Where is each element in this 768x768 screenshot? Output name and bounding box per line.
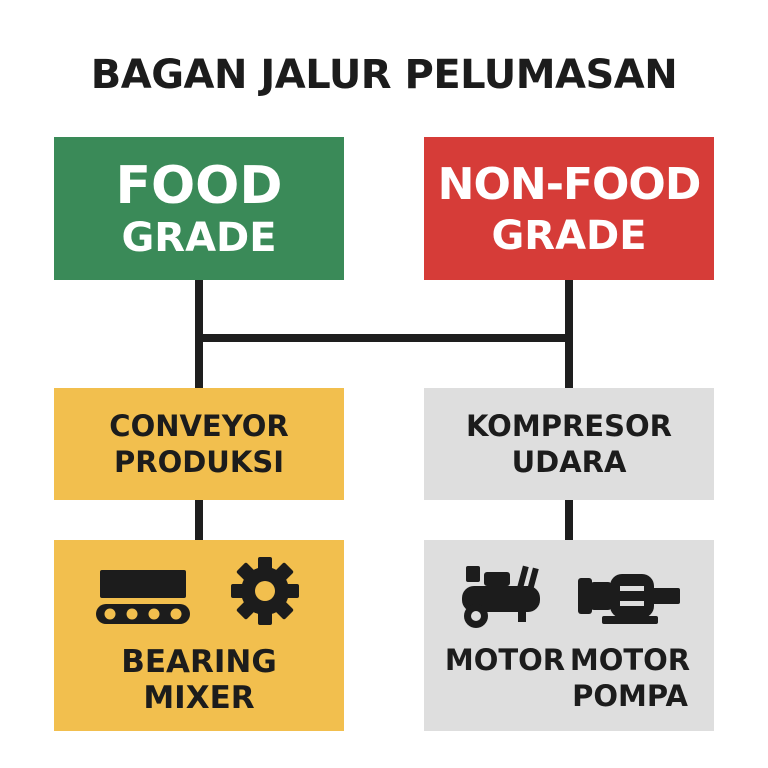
kompresor-line1: KOMPRESOR — [466, 409, 672, 443]
connector-left-lower — [195, 500, 203, 540]
non-food-grade-box: NON-FOOD GRADE — [424, 137, 714, 280]
conveyor-line2: PRODUKSI — [113, 445, 284, 479]
conveyor-produksi-box: CONVEYOR PRODUKSI — [54, 388, 344, 500]
kompresor-line2: UDARA — [511, 445, 627, 479]
food-grade-box: FOOD GRADE — [54, 137, 344, 280]
food-grade-line2: GRADE — [121, 214, 277, 261]
connector-right-lower — [565, 500, 573, 540]
kompresor-udara-box: KOMPRESOR UDARA — [424, 388, 714, 500]
air-compressor-icon — [462, 565, 540, 628]
conveyor-line1: CONVEYOR — [109, 409, 289, 443]
non-food-grade-line1: NON-FOOD — [437, 158, 702, 210]
motor-pompa-line2: POMPA — [572, 679, 688, 713]
food-grade-line1: FOOD — [115, 155, 283, 216]
electric-motor-icon — [578, 574, 680, 624]
conveyor-belt-icon — [96, 570, 190, 624]
motor-label: MOTOR — [444, 643, 566, 677]
mixer-label: MIXER — [143, 680, 255, 716]
motor-pompa-line1: MOTOR — [569, 643, 691, 677]
diagram-title: BAGAN JALUR PELUMASAN — [90, 52, 678, 98]
gear-icon — [231, 557, 299, 625]
non-food-grade-line2: GRADE — [491, 212, 647, 259]
connector-horizontal — [195, 334, 573, 342]
bearing-label: BEARING — [121, 644, 277, 680]
